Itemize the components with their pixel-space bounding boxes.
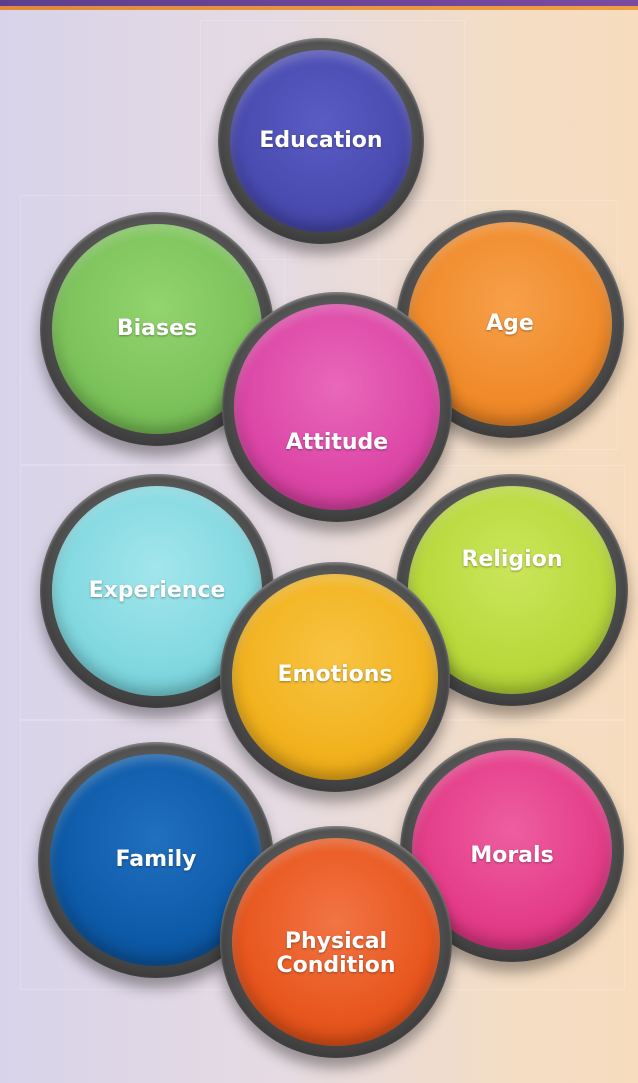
family-label: Family [115, 846, 197, 872]
physical-condition-bubble-fill [232, 838, 440, 1046]
education-bubble: Education [218, 38, 424, 244]
top-accent-bar [0, 0, 638, 6]
physical-condition-label: Physical Condition [276, 928, 396, 978]
morals-label: Morals [470, 842, 554, 868]
religion-label: Religion [461, 546, 563, 572]
experience-label: Experience [88, 577, 226, 603]
attitude-bubble-fill [234, 304, 440, 510]
biases-label: Biases [116, 315, 198, 341]
top-accent-line [0, 6, 638, 10]
emotions-label: Emotions [277, 661, 393, 687]
morals-bubble: Morals [400, 738, 624, 962]
emotions-bubble-fill [232, 574, 438, 780]
attitude-bubble: Attitude [222, 292, 452, 522]
age-label: Age [486, 310, 534, 336]
physical-condition-bubble: Physical Condition [220, 826, 452, 1058]
attitude-label: Attitude [285, 429, 389, 455]
emotions-bubble: Emotions [220, 562, 450, 792]
education-bubble-fill [230, 50, 412, 232]
education-label: Education [259, 127, 383, 153]
